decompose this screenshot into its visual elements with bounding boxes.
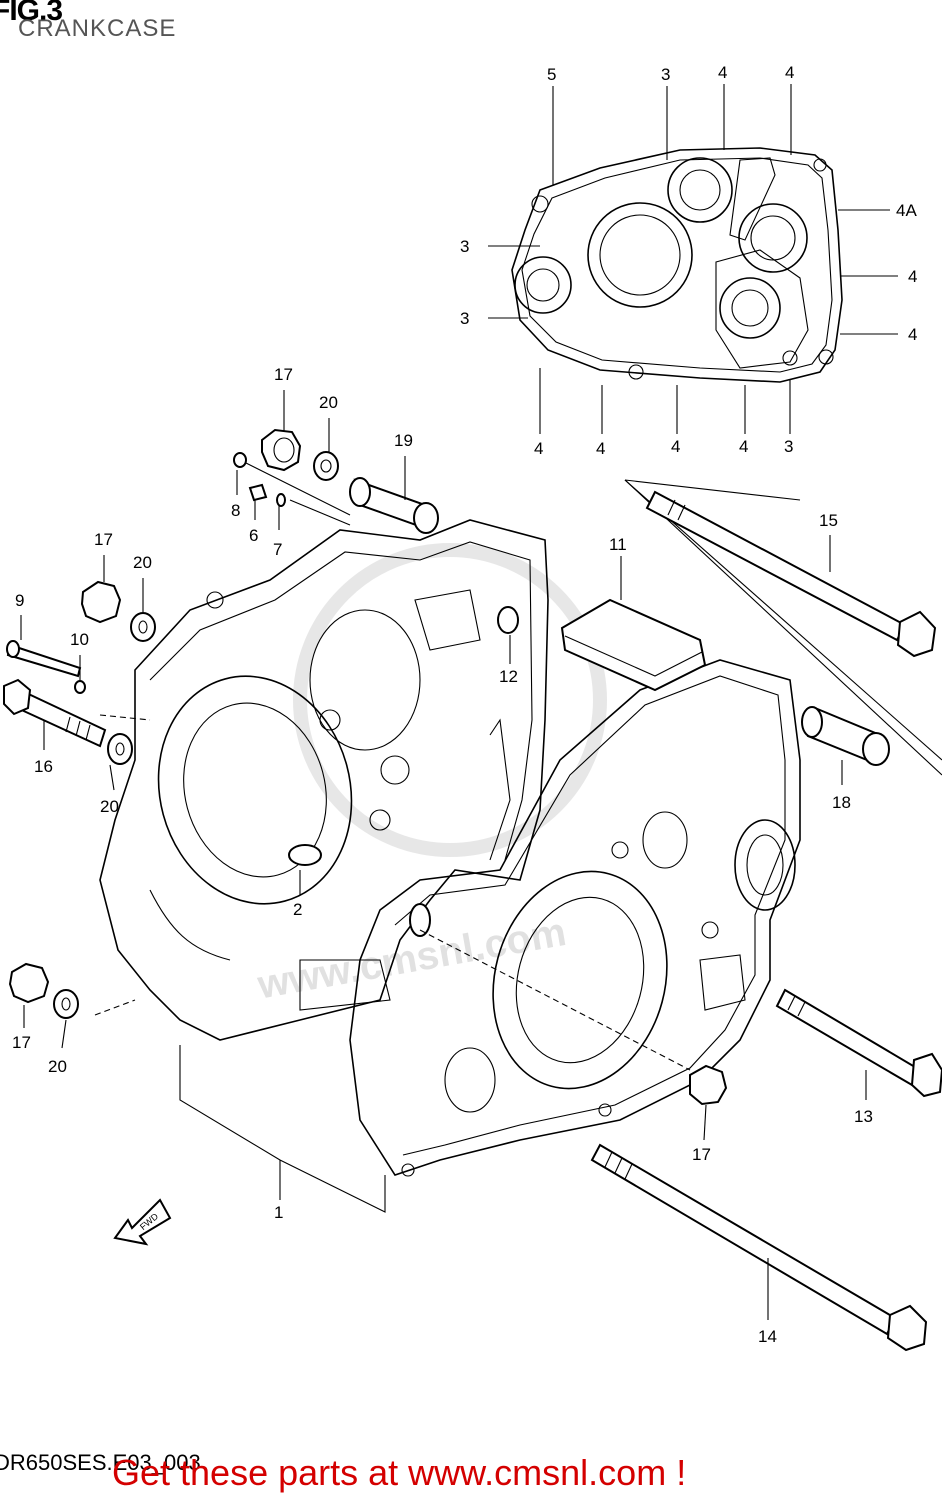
callout-4: 4 (596, 439, 605, 458)
bolt-16 (3, 678, 107, 748)
callout-numbers: 5 3 4 4 4A 3 4 3 4 4 4 4 4 3 17 20 19 8 … (12, 63, 917, 1346)
washer-20-left (130, 612, 156, 642)
nut-17-lower (8, 962, 50, 1004)
forward-arrow-icon: FWD (113, 1198, 172, 1246)
callout-10: 10 (70, 630, 89, 649)
callout-4: 4 (718, 63, 727, 82)
callout-7: 7 (273, 540, 282, 559)
callout-16: 16 (34, 757, 53, 776)
callout-13: 13 (854, 1107, 873, 1126)
callout-14: 14 (758, 1327, 777, 1346)
washer-20-top (313, 451, 339, 481)
figure-title: FIG.3 (0, 0, 63, 27)
callout-9: 9 (15, 591, 24, 610)
callout-20: 20 (100, 797, 119, 816)
callout-4: 4 (908, 267, 917, 286)
bolt-6 (248, 483, 268, 502)
small-pin-8 (233, 452, 247, 468)
callout-3: 3 (661, 65, 670, 84)
callout-4: 4 (739, 437, 748, 456)
left-crankcase-half (99, 519, 549, 1041)
nut-17-top (261, 428, 302, 472)
dowel-pipe-19 (349, 477, 439, 534)
stud-bolt-14 (590, 1143, 928, 1352)
callout-20: 20 (48, 1057, 67, 1076)
callout-17: 17 (12, 1033, 31, 1052)
washer-10 (74, 680, 86, 694)
drawing-id: DR650SES.E03_003 (0, 1450, 201, 1475)
washer-20-mid (107, 733, 133, 765)
callout-3: 3 (460, 309, 469, 328)
callout-20: 20 (319, 393, 338, 412)
callout-4: 4 (534, 439, 543, 458)
o-ring-12 (497, 606, 519, 634)
callout-17: 17 (94, 530, 113, 549)
callout-19: 19 (394, 431, 413, 450)
gasket-leaders (488, 84, 898, 434)
dowel-18 (801, 706, 890, 766)
stud-bolt-15 (645, 490, 937, 658)
callout-15: 15 (819, 511, 838, 530)
nut-17-left (80, 580, 122, 624)
right-crankcase-half (349, 659, 801, 1177)
callout-18: 18 (832, 793, 851, 812)
callout-5: 5 (547, 65, 556, 84)
callout-3: 3 (460, 237, 469, 256)
callout-4: 4 (908, 325, 917, 344)
callout-3: 3 (784, 437, 793, 456)
callout-2: 2 (293, 900, 302, 919)
nut-17-right (689, 1064, 728, 1106)
dashed-guides (94, 459, 942, 1071)
washer-20-lower (53, 989, 79, 1019)
callout-1: 1 (274, 1203, 283, 1222)
plate-11 (560, 598, 707, 692)
callout-20: 20 (133, 553, 152, 572)
callout-4A: 4A (896, 201, 917, 220)
callout-4: 4 (785, 63, 794, 82)
washer-7 (276, 493, 286, 507)
callout-11: 11 (609, 535, 627, 554)
callout-17: 17 (274, 365, 293, 384)
bolt-9 (6, 640, 82, 678)
part-leaders (20, 390, 867, 1320)
bolt-13 (775, 988, 942, 1098)
section-title: CRANKCASE (18, 15, 177, 42)
promo-link[interactable]: Get these parts at www.cmsnl.com ! (112, 1452, 687, 1493)
callout-4: 4 (671, 437, 680, 456)
callout-8: 8 (231, 501, 240, 520)
callout-6: 6 (249, 526, 258, 545)
callout-17: 17 (692, 1145, 711, 1164)
callout-12: 12 (499, 667, 518, 686)
crankcase-gasket (511, 147, 843, 383)
